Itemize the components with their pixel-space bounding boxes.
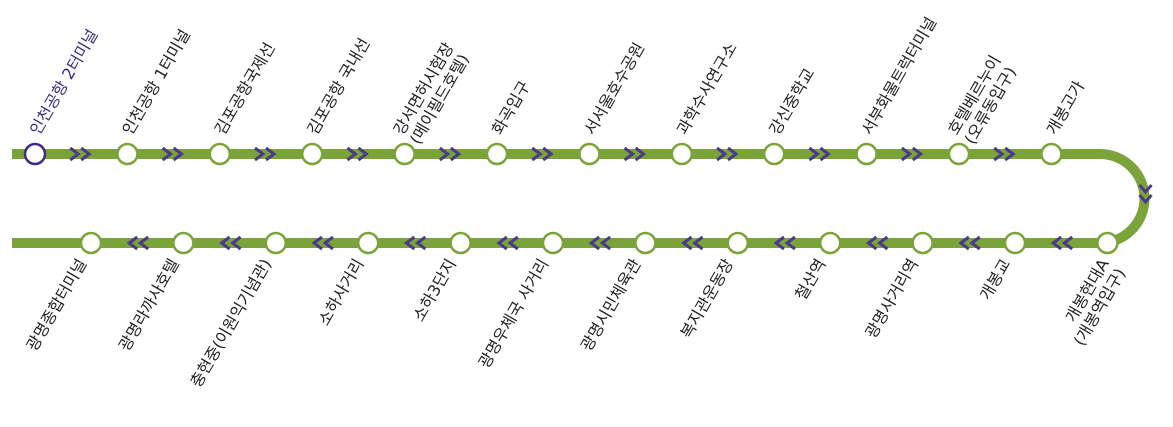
station-label: 광명사거리역 — [861, 256, 922, 342]
station-label: 김포공항국제선 — [211, 39, 279, 138]
station-marker[interactable] — [670, 142, 694, 166]
route-line — [12, 149, 1150, 248]
station-marker[interactable] — [947, 142, 971, 166]
station-label: 소하사거리 — [314, 256, 367, 329]
station-marker[interactable] — [818, 231, 842, 255]
direction-arrow-icon — [773, 235, 796, 251]
direction-arrow-layer — [69, 146, 1153, 251]
direction-arrow-icon — [808, 146, 831, 162]
station-label: 과학수사연구소 — [673, 39, 741, 138]
station-label: 서서울호수공원 — [580, 39, 648, 138]
station-label: 개봉고가 — [1042, 77, 1088, 138]
station-marker[interactable] — [726, 231, 750, 255]
station-label: 강신중학교 — [765, 65, 818, 138]
direction-arrow-icon — [69, 146, 92, 162]
station-label: 개봉현대A(개봉역입구) — [1053, 255, 1129, 349]
station-marker[interactable] — [264, 231, 288, 255]
station-marker[interactable] — [762, 142, 786, 166]
direction-arrow-icon — [126, 235, 150, 251]
station-label: 광명시민체육관 — [577, 255, 645, 354]
direction-arrow-icon — [1138, 184, 1153, 205]
direction-arrow-icon — [161, 146, 185, 162]
direction-arrow-icon — [623, 146, 647, 162]
direction-arrow-icon — [716, 146, 739, 162]
station-label: 개봉교 — [976, 256, 1015, 304]
direction-arrow-icon — [254, 146, 277, 162]
station-marker[interactable] — [911, 231, 934, 255]
station-label: 화곡입구 — [488, 77, 534, 138]
direction-arrow-icon — [403, 235, 427, 251]
station-label: 호텔베르누이(오류동입구) — [944, 52, 1021, 147]
direction-arrow-icon — [588, 235, 612, 251]
station-marker[interactable] — [485, 142, 509, 166]
station-marker[interactable] — [855, 142, 878, 166]
station-marker[interactable] — [116, 142, 139, 166]
station-marker[interactable] — [208, 142, 232, 166]
station-label: 충현중(이원익기념관) — [186, 256, 275, 391]
direction-arrow-icon — [865, 235, 889, 251]
direction-arrow-icon — [311, 235, 334, 251]
station-label: 서부화물트럭터미널 — [858, 14, 941, 138]
station-label: 강서면허시험장(메이필드호텔) — [390, 39, 475, 147]
station-label: 소하3단지 — [409, 256, 460, 325]
station-marker[interactable] — [356, 231, 380, 255]
station-label: 인천공항 2터미널 — [26, 26, 102, 138]
station-label: 인천공항 1터미널 — [118, 26, 194, 138]
station-label: 철산역 — [791, 256, 830, 304]
station-marker[interactable] — [541, 231, 565, 255]
station-label: 광명라까사호텔 — [115, 256, 183, 355]
station-layer — [23, 142, 1119, 255]
station-marker[interactable] — [1096, 231, 1119, 255]
station-label: 광명우체국 사거리 — [475, 256, 553, 372]
direction-arrow-icon — [438, 146, 462, 162]
station-marker[interactable] — [634, 231, 657, 255]
direction-arrow-icon — [681, 235, 704, 251]
direction-arrow-icon — [1050, 235, 1074, 251]
station-marker[interactable] — [1003, 231, 1027, 255]
direction-arrow-icon — [900, 146, 924, 162]
station-label: 복지관운동장 — [677, 255, 738, 341]
station-label: 광명종합터미널 — [22, 256, 90, 355]
station-marker[interactable] — [449, 231, 472, 255]
station-marker[interactable] — [578, 142, 601, 166]
direction-arrow-icon — [346, 146, 369, 162]
direction-arrow-icon — [496, 235, 519, 251]
direction-arrow-icon — [219, 235, 242, 251]
station-label: 김포공항 국내선 — [303, 35, 374, 138]
direction-arrow-icon — [531, 146, 554, 162]
direction-arrow-icon — [993, 146, 1016, 162]
station-marker[interactable] — [172, 231, 195, 255]
current-station-marker[interactable] — [23, 142, 47, 166]
station-marker[interactable] — [300, 142, 324, 166]
station-marker[interactable] — [1040, 142, 1063, 166]
station-marker[interactable] — [79, 231, 103, 255]
direction-arrow-icon — [958, 235, 981, 251]
station-marker[interactable] — [393, 142, 416, 166]
route-line-layer — [12, 149, 1150, 248]
